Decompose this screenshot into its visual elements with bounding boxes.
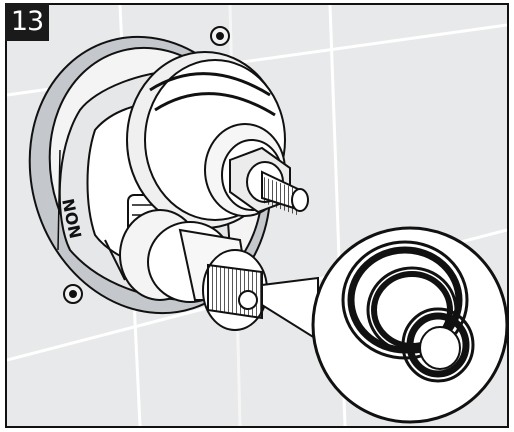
- cartridge-icon: [126, 51, 291, 229]
- screw-icon: [63, 26, 230, 304]
- seal-ring-icon: [341, 240, 475, 383]
- outlet-fitting: [119, 209, 268, 331]
- stem-icon: [261, 170, 309, 217]
- step-number-badge: 13: [5, 3, 49, 41]
